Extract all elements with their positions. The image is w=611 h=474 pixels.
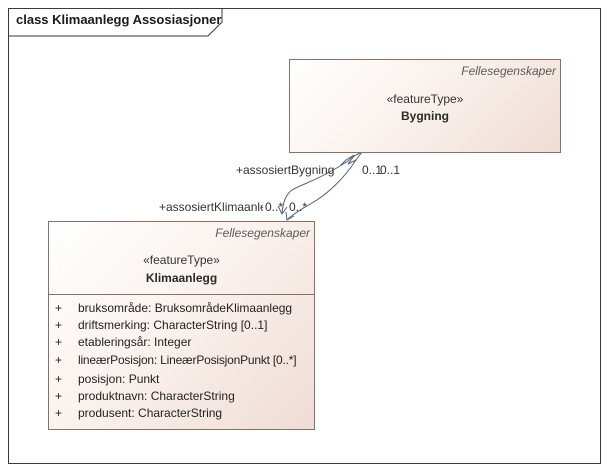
attribute-row[interactable]: + etableringsår: Integer [49, 335, 314, 352]
stereotype-label: «featureType» [386, 92, 464, 106]
visibility-marker: + [55, 335, 63, 349]
visibility-marker: + [55, 389, 63, 403]
class-bygning[interactable]: Fellesegenskaper «featureType» Bygning [289, 59, 561, 153]
attribute-text: produktnavn: CharacterString [78, 389, 235, 403]
diagram-title: class Klimaanlegg Assosiasjoner [16, 12, 222, 27]
package-label: Fellesegenskaper [461, 64, 556, 78]
attribute-row[interactable]: + driftsmerking: CharacterString [0..1] [49, 318, 314, 335]
visibility-marker: + [55, 318, 63, 332]
association-line-2 [286, 159, 357, 221]
aggregation-diamond-1 [339, 154, 355, 167]
attribute-row[interactable]: + bruksområde: BruksområdeKlimaanlegg [49, 301, 314, 318]
attribute-text: driftsmerking: CharacterString [0..1] [78, 318, 268, 332]
association-arrow-1 [277, 205, 288, 215]
multiplicity-bygning-2: 0..1 [380, 163, 401, 177]
attribute-text: posisjon: Punkt [78, 372, 160, 386]
attribute-row[interactable]: + produsent: CharacterString [49, 406, 314, 423]
multiplicity-klimaanlegg: 0..* [265, 200, 284, 214]
multiplicity-bygning: 0..1 [362, 163, 383, 177]
association-line-1 [281, 165, 341, 214]
class-klimaanlegg[interactable]: Fellesegenskaper «featureType» Klimaanle… [48, 221, 315, 430]
association-arrow-2 [285, 211, 295, 221]
frame-tab [8, 8, 223, 37]
role-label-bygning: +assosiertBygning [236, 163, 335, 177]
package-label: Fellesegenskaper [215, 226, 310, 240]
multiplicity-klimaanlegg-2: 0..* [289, 200, 308, 214]
class-name: Bygning [401, 109, 449, 123]
role-label-klimaanlegg: +assosiertKlimaanlegg [159, 200, 263, 214]
attribute-row[interactable]: + produktnavn: CharacterString [49, 389, 314, 406]
visibility-marker: + [55, 353, 63, 367]
attribute-row[interactable]: + lineærPosisjon: LineærPosisjonPunkt [0… [49, 353, 314, 370]
class-name: Klimaanlegg [145, 271, 218, 285]
visibility-marker: + [55, 372, 63, 386]
stereotype-label: «featureType» [143, 253, 220, 267]
attribute-divider [49, 294, 314, 295]
attribute-row[interactable]: + posisjon: Punkt [49, 372, 314, 389]
attribute-text: bruksområde: BruksområdeKlimaanlegg [78, 301, 293, 315]
visibility-marker: + [55, 301, 63, 315]
attribute-text: produsent: CharacterString [78, 406, 223, 420]
visibility-marker: + [55, 406, 63, 420]
diagram-frame [8, 8, 601, 464]
attribute-text: lineærPosisjon: LineærPosisjonPunkt [0..… [78, 353, 297, 367]
attribute-text: etableringsår: Integer [78, 335, 192, 349]
